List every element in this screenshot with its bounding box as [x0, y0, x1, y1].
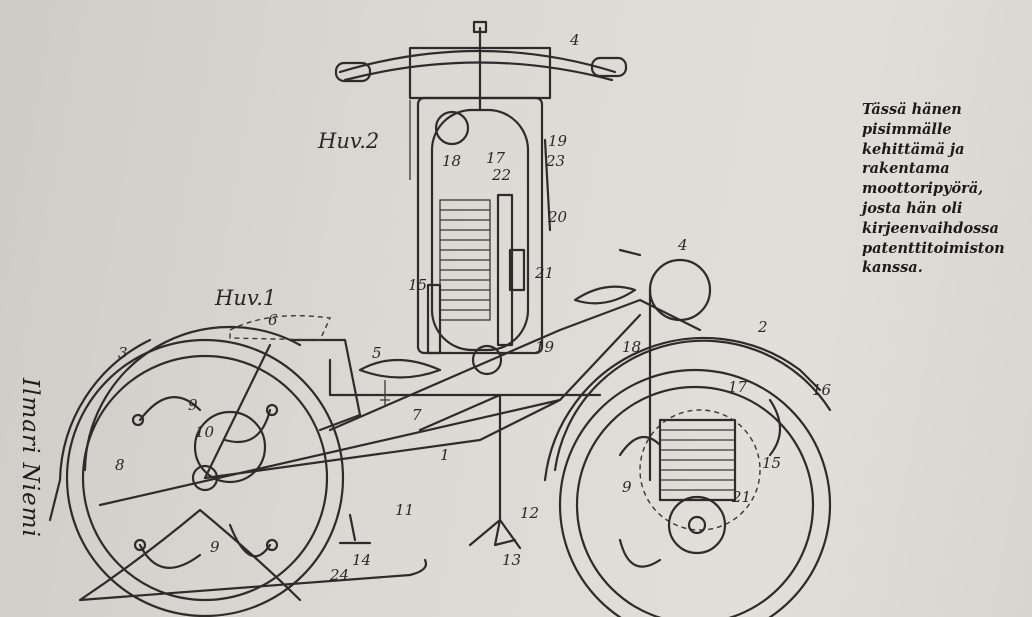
front-fender: [553, 339, 832, 472]
part-number: 9: [622, 478, 632, 496]
frame: [98, 313, 642, 507]
part-number: 21: [731, 488, 751, 506]
photo-caption: Tässä hänen pisimmälle kehittämä ja rake…: [862, 100, 1032, 278]
part-number: 16: [812, 381, 832, 399]
part-number: 4: [677, 236, 688, 254]
part-number: 1: [440, 446, 450, 464]
top-view: Huv.2 4 19 17 22 23 18 20 21 15 19: [317, 20, 628, 376]
caption-line: josta hän oli: [862, 199, 963, 217]
part-number: 11: [395, 501, 414, 519]
part-number: 12: [520, 504, 539, 522]
caption-line: rakentama: [862, 160, 950, 178]
caption-line: patenttitoimiston: [862, 239, 1005, 257]
part-number: 19: [535, 338, 555, 356]
left-grip: [334, 61, 372, 83]
part-number: 15: [408, 276, 427, 294]
part-number: 10: [195, 423, 215, 441]
part-number: 20: [547, 208, 568, 226]
part-number: 14: [352, 551, 371, 569]
caption-line: kanssa.: [862, 259, 923, 277]
part-number: 4: [569, 31, 580, 49]
part-number: 9: [188, 396, 198, 414]
part-number: 18: [622, 338, 641, 356]
part-number: 17: [728, 378, 748, 396]
caption-line: pisimmälle: [862, 120, 952, 138]
part-number: 23: [545, 152, 565, 170]
handlebar: [338, 49, 617, 74]
headlamp: [648, 258, 712, 322]
ski: [78, 508, 428, 602]
caption-line: moottoripyörä,: [862, 180, 984, 198]
part-number: 6: [268, 311, 278, 329]
part-number: 13: [502, 551, 521, 569]
part-number: 24: [329, 566, 349, 584]
caption-line: Tässä hänen: [862, 101, 962, 118]
right-grip: [590, 56, 628, 78]
part-number: 17: [486, 149, 506, 167]
seat: [358, 358, 442, 379]
part-number: 3: [118, 344, 128, 362]
figure-label-huv1: Huv.1: [214, 286, 276, 310]
part-number: 21: [534, 264, 554, 282]
rear-wheel: [65, 338, 345, 617]
side-view: Huv.1 4 2 18 17 16 15 9 21 3 6 5 7 1 9 1…: [48, 236, 832, 617]
front-wheel: [558, 368, 832, 617]
part-number: 19: [548, 132, 568, 150]
part-number: 18: [442, 152, 461, 170]
rear-fender: [83, 325, 302, 472]
signature: Ilmari Niemi: [17, 378, 43, 538]
part-number: 22: [491, 166, 511, 184]
part-number: 2: [757, 318, 768, 336]
part-number: 15: [762, 454, 781, 472]
caption-line: kirjeenvaihdossa: [862, 219, 999, 237]
part-number: 7: [412, 406, 422, 424]
part-number: 5: [372, 344, 382, 362]
caption-line: kehittämä ja: [862, 140, 965, 158]
part-number: 8: [115, 456, 125, 474]
part-number: 9: [210, 538, 220, 556]
figure-label-huv2: Huv.2: [317, 129, 379, 153]
